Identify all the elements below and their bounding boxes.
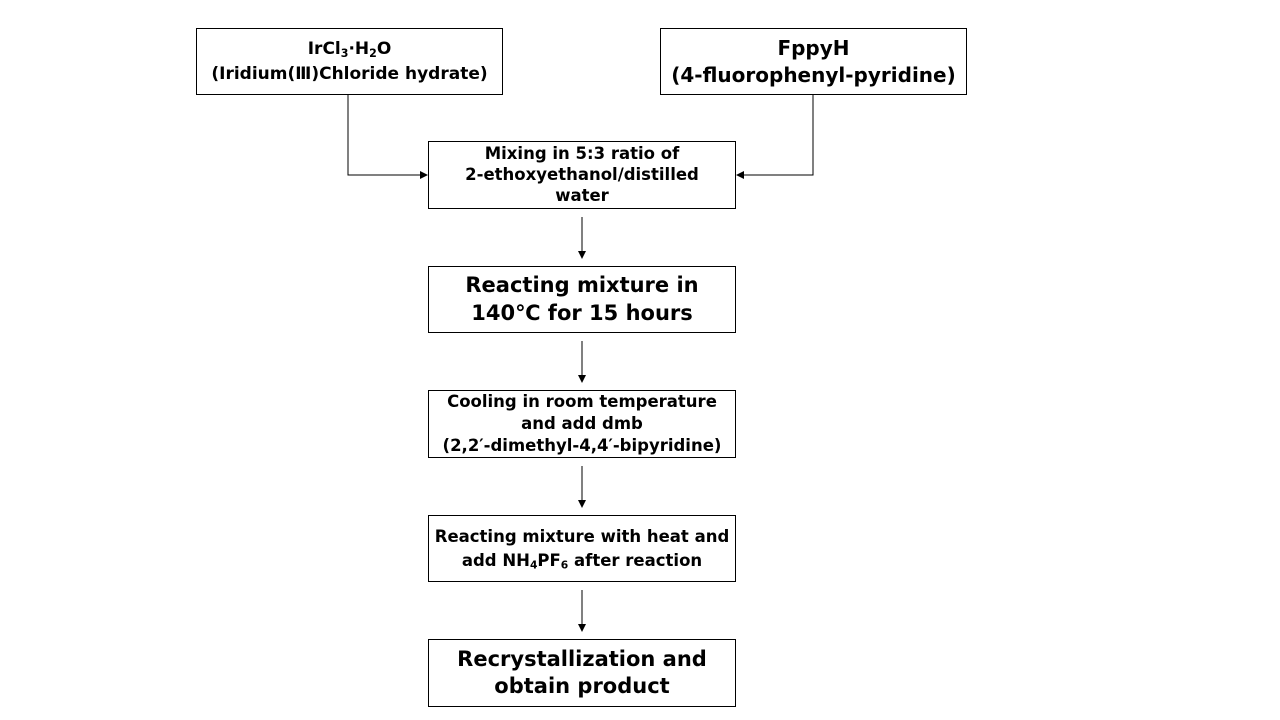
connector-ircl3-to-mixing [347, 95, 428, 179]
ircl3-formula-suffix: O [376, 38, 392, 59]
nh4pf6-sub-6: 6 [560, 558, 569, 572]
ircl3-node: IrCl3·H2O (Iridium(Ⅲ)Chloride hydrate) [196, 28, 503, 95]
connector-fppyh-to-mixing [736, 95, 814, 179]
nh4pf6-sub-4: 4 [529, 558, 538, 572]
reacting-nh4pf6-node: Reacting mixture with heat and add NH4PF… [428, 515, 736, 582]
ircl3-formula-prefix: IrCl [307, 38, 341, 59]
cooling-node: Cooling in room temperature and add dmb … [428, 390, 736, 458]
mixing-line-1: Mixing in 5:3 ratio of [484, 144, 680, 163]
nh4pf6-prefix: add NH [461, 550, 530, 570]
recrystallization-line-2: obtain product [494, 674, 670, 698]
mixing-line-2: 2-ethoxyethanol/distilled [465, 165, 699, 185]
cooling-line-2: and add dmb [521, 414, 643, 434]
ircl3-formula-mid: ·H [348, 38, 370, 59]
cooling-line-3: (2,2′-dimethyl-4,4′-bipyridine) [442, 435, 722, 455]
reacting-nh4pf6-line-2: add NH4PF6 after reaction [462, 549, 702, 572]
cooling-line-1: Cooling in room temperature [447, 392, 717, 412]
ircl3-formula-sub-2: 2 [369, 46, 377, 60]
fppyh-node: FppyH (4-fluorophenyl-pyridine) [660, 28, 967, 95]
reacting-nh4pf6-line-1: Reacting mixture with heat and [434, 527, 730, 547]
recrystallization-line-1: Recrystallization and [457, 646, 707, 671]
reacting-heat-line-1: Reacting mixture in [465, 273, 699, 298]
reacting-heat-node: Reacting mixture in 140℃ for 15 hours [428, 266, 736, 333]
fppyh-name: (4-fluorophenyl-pyridine) [671, 62, 956, 87]
ircl3-formula-sub-3: 3 [340, 46, 349, 60]
fppyh-title: FppyH [777, 35, 850, 60]
ircl3-formula: IrCl3·H2O [308, 37, 392, 62]
reacting-heat-line-2: 140℃ for 15 hours [471, 300, 693, 325]
ircl3-name: (Iridium(Ⅲ)Chloride hydrate) [211, 63, 488, 84]
mixing-line-3: water [555, 186, 609, 206]
recrystallization-node: Recrystallization and obtain product [428, 639, 736, 707]
nh4pf6-suffix: after reaction [568, 550, 703, 570]
nh4pf6-mid: PF [537, 550, 561, 570]
mixing-node: Mixing in 5:3 ratio of 2-ethoxyethanol/d… [428, 141, 736, 209]
